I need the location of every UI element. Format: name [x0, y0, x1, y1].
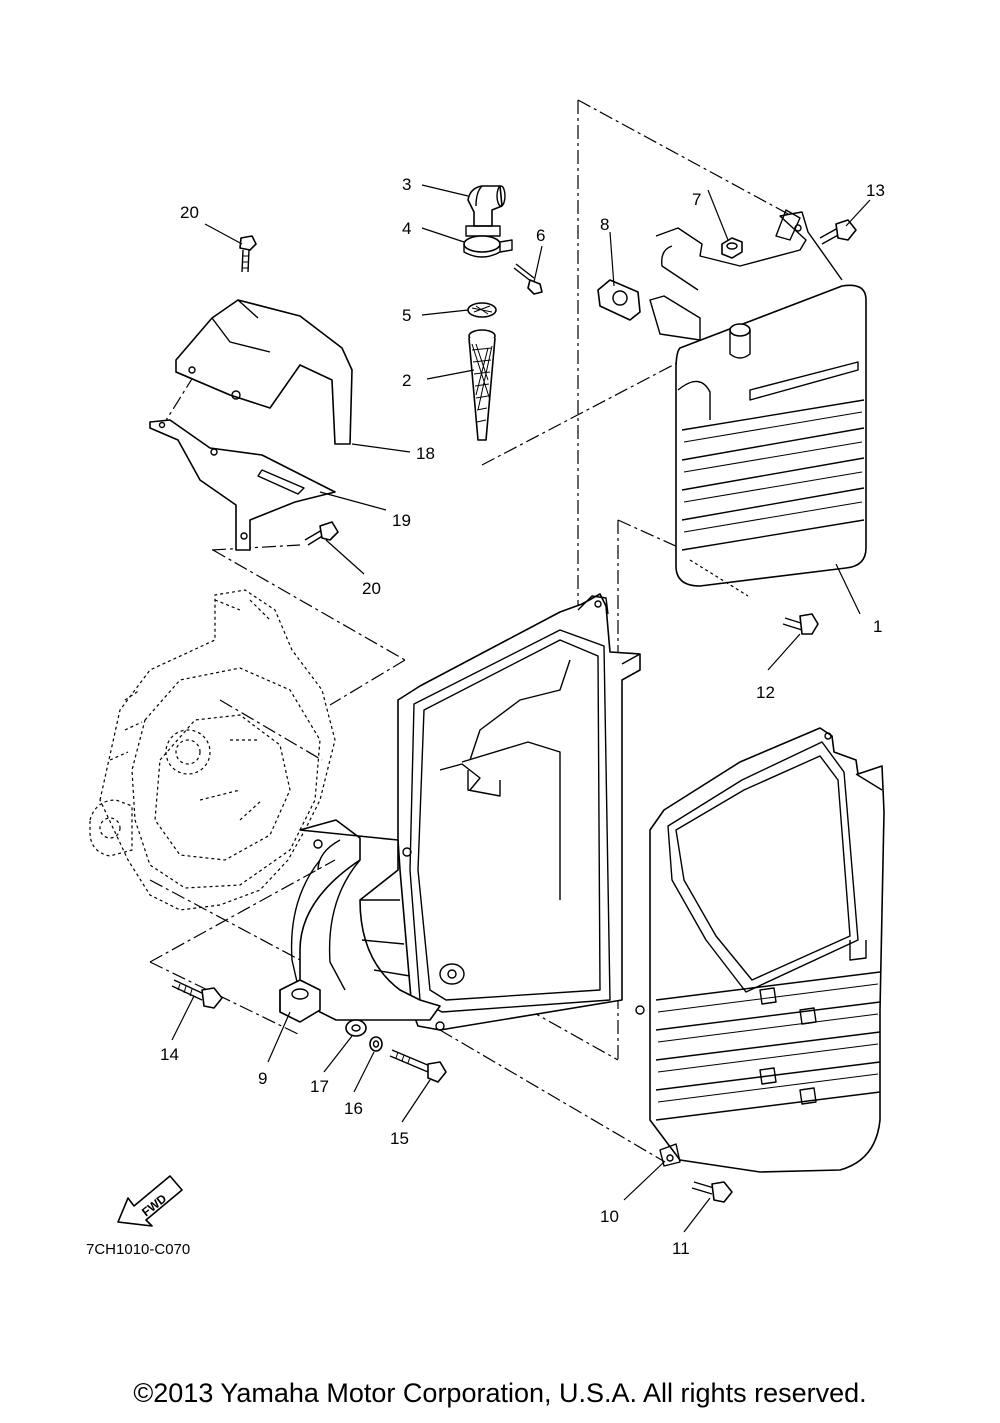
bracket-part-19	[149, 419, 336, 551]
callout-4: 4	[402, 219, 411, 238]
callout-17: 17	[310, 1077, 329, 1096]
callout-18: 18	[416, 444, 435, 463]
callout-11: 11	[672, 1239, 690, 1258]
callout-13: 13	[866, 181, 885, 200]
duct-housing	[397, 593, 641, 1031]
engine-case-outline	[89, 589, 336, 911]
callout-7: 7	[692, 190, 701, 209]
screw-part-6	[513, 263, 543, 295]
callout-19: 19	[392, 511, 411, 530]
fwd-direction-arrow: FWD	[117, 1175, 183, 1227]
mesh-screen-part-5	[467, 302, 497, 318]
cover-part-18	[175, 299, 353, 445]
callout-20-top: 20	[180, 203, 199, 222]
bolt-part-15	[389, 1049, 447, 1083]
callout-2: 2	[402, 371, 411, 390]
callout-numbers: 1 2 3 4 5 6 7 8 9 10 11 12 13 14 15 16 1…	[160, 175, 885, 1258]
callout-3: 3	[402, 175, 411, 194]
muffler-part-1	[649, 209, 867, 597]
callout-9: 9	[258, 1069, 267, 1088]
drawing-code: 7CH1010-C070	[86, 1241, 190, 1258]
elbow-joint-part-3	[465, 185, 506, 237]
callout-1: 1	[873, 617, 882, 636]
exploded-parts-diagram: FWD 1 2 3 4 5 6 7 8 9 10 11	[86, 99, 885, 1258]
washer-part-17	[345, 1019, 367, 1037]
bolt-part-14	[171, 979, 223, 1009]
callout-12: 12	[756, 683, 775, 702]
callout-8: 8	[600, 215, 609, 234]
cover-part-10	[635, 727, 885, 1173]
bolt-part-11	[691, 1181, 733, 1203]
bolt-part-20-top	[239, 235, 257, 273]
callout-5: 5	[402, 306, 411, 325]
nut-part-7	[721, 237, 743, 259]
callout-15: 15	[390, 1129, 409, 1148]
callout-10: 10	[600, 1207, 619, 1226]
clamp-part-4	[463, 235, 513, 258]
callout-16: 16	[344, 1099, 363, 1118]
copyright-notice: ©2013 Yamaha Motor Corporation, U.S.A. A…	[133, 1378, 867, 1408]
washer-part-16	[369, 1036, 383, 1052]
bolt-part-20-middle	[304, 521, 339, 546]
callout-6: 6	[536, 226, 545, 245]
bracket-part-9	[279, 979, 321, 1023]
bolt-part-13	[819, 219, 857, 245]
callout-20-middle: 20	[362, 579, 381, 598]
callout-14: 14	[160, 1045, 179, 1064]
strainer-part-2	[468, 329, 496, 441]
fan-scroll-housing	[290, 819, 441, 1021]
gasket-part-8	[597, 279, 641, 321]
bolt-part-12	[782, 613, 819, 635]
leader-lines	[171, 184, 871, 1233]
